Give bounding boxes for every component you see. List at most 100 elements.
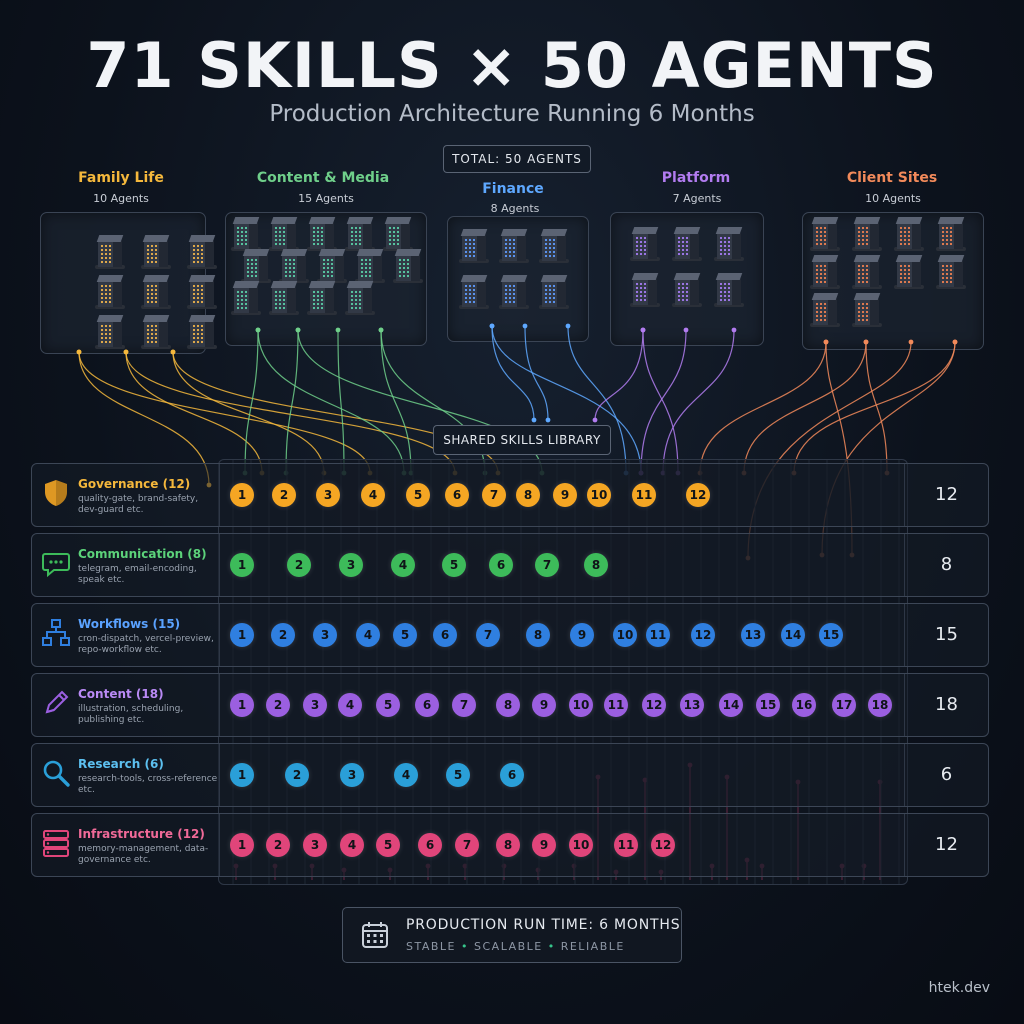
agent-building-icon	[187, 275, 217, 309]
agent-building-icon	[852, 255, 882, 289]
skill-node: 2	[266, 693, 290, 717]
row-divider	[904, 604, 905, 666]
connection-wire	[285, 329, 299, 474]
skill-node: 7	[455, 833, 479, 857]
category-total: 15	[935, 624, 958, 645]
agent-building-icon	[630, 273, 660, 307]
chat-bubble-icon	[42, 553, 70, 578]
skill-node: 1	[230, 833, 254, 857]
agent-building-icon	[714, 227, 744, 261]
connection-wire	[567, 325, 627, 474]
skill-node: 9	[532, 693, 556, 717]
wire-endpoint	[255, 327, 261, 333]
skill-node: 9	[553, 483, 577, 507]
connection-wire	[78, 351, 210, 486]
agent-building-icon	[936, 255, 966, 289]
agent-building-icon	[499, 275, 529, 309]
skill-node: 10	[587, 483, 611, 507]
row-divider	[219, 814, 220, 876]
category-title: Content (18)	[78, 687, 164, 701]
skill-node: 5	[406, 483, 430, 507]
runtime-tag-separator: •	[461, 940, 469, 953]
skill-node: 1	[230, 553, 254, 577]
wire-endpoint	[76, 349, 82, 355]
credit-label: htek.dev	[928, 980, 990, 996]
skill-node: 3	[303, 833, 327, 857]
cluster-count-platform: 7 Agents	[672, 192, 722, 205]
skill-node: 3	[316, 483, 340, 507]
skill-node: 6	[500, 763, 524, 787]
cluster-name-client-sites: Client Sites	[846, 170, 938, 186]
connection-wire	[642, 329, 679, 474]
row-divider	[904, 464, 905, 526]
skill-node: 6	[418, 833, 442, 857]
row-divider	[219, 604, 220, 666]
cluster-count-finance: 8 Agents	[490, 202, 540, 215]
agent-building-icon	[141, 275, 171, 309]
skill-node: 4	[340, 833, 364, 857]
agent-building-icon	[810, 293, 840, 327]
skill-node: 4	[391, 553, 415, 577]
agent-building-icon	[459, 229, 489, 263]
runtime-tag-stable: STABLE	[406, 940, 456, 953]
cluster-name-content-media: Content & Media	[256, 170, 390, 186]
skill-node: 2	[271, 623, 295, 647]
skill-node: 11	[646, 623, 670, 647]
skill-node: 8	[496, 693, 520, 717]
skill-node: 15	[819, 623, 843, 647]
skill-node: 5	[393, 623, 417, 647]
wire-endpoint	[545, 417, 551, 423]
cluster-name-finance: Finance	[482, 181, 544, 197]
wire-endpoint	[335, 327, 341, 333]
row-divider	[219, 744, 220, 806]
row-divider	[219, 674, 220, 736]
category-title: Governance (12)	[78, 477, 191, 491]
category-title: Infrastructure (12)	[78, 827, 205, 841]
connection-wire	[244, 329, 259, 474]
category-title: Communication (8)	[78, 547, 207, 561]
row-divider	[904, 744, 905, 806]
category-title: Workflows (15)	[78, 617, 181, 631]
category-description: research-tools, cross-reference etc.	[78, 774, 218, 795]
workflow-icon	[42, 619, 70, 646]
skill-node: 10	[613, 623, 637, 647]
wire-endpoint	[295, 327, 301, 333]
skill-node: 5	[446, 763, 470, 787]
skill-node: 11	[604, 693, 628, 717]
skill-node: 8	[496, 833, 520, 857]
category-title: Research (6)	[78, 757, 164, 771]
cluster-box-family-life	[40, 212, 217, 354]
server-stack-icon	[43, 830, 69, 857]
calendar-icon	[362, 922, 388, 948]
wire-endpoint	[592, 417, 598, 423]
skill-node: 4	[394, 763, 418, 787]
wire-endpoint	[378, 327, 384, 333]
page-subtitle: Production Architecture Running 6 Months	[269, 101, 755, 127]
skill-node: 5	[376, 833, 400, 857]
agent-building-icon	[539, 275, 569, 309]
agent-building-icon	[95, 235, 125, 269]
category-description: quality-gate, brand-safety, dev-guard et…	[78, 494, 199, 515]
skill-node: 4	[356, 623, 380, 647]
wire-endpoint	[952, 339, 958, 345]
skill-node: 17	[832, 693, 856, 717]
agent-building-icon	[345, 281, 375, 315]
category-row-content: Content (18)illustration, scheduling, pu…	[31, 673, 989, 737]
skill-node: 2	[285, 763, 309, 787]
wire-endpoint	[489, 323, 495, 329]
agent-building-icon	[810, 255, 840, 289]
connection-wire	[743, 341, 867, 474]
skill-node: 6	[415, 693, 439, 717]
skill-node: 8	[526, 623, 550, 647]
agent-building-icon	[231, 281, 261, 315]
skill-node: 7	[452, 693, 476, 717]
runtime-tags: STABLE • SCALABLE • RELIABLE	[406, 940, 625, 953]
agent-building-icon	[141, 235, 171, 269]
agent-building-icon	[894, 217, 924, 251]
skill-node: 3	[340, 763, 364, 787]
wire-endpoint	[823, 339, 829, 345]
category-total: 12	[935, 834, 958, 855]
row-divider	[904, 674, 905, 736]
agent-building-icon	[141, 315, 171, 349]
skill-node: 1	[230, 763, 254, 787]
